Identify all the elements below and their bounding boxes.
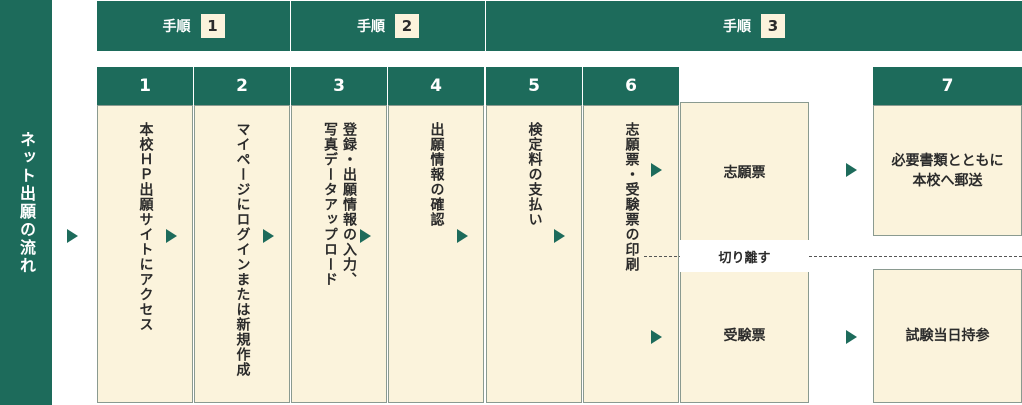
step-3-number: 3 <box>291 67 387 105</box>
step-6-body: 志願票・受験票の印刷 <box>583 105 679 403</box>
step-6-text: 志願票・受験票の印刷 <box>623 122 640 272</box>
step-6-column: 6 志願票・受験票の印刷 <box>583 67 679 403</box>
mail-documents-box: 必要書類とともに 本校へ郵送 <box>873 105 1022 236</box>
cut-label-area: 切り離す <box>680 240 809 272</box>
application-form-box: 志願票 <box>680 102 809 243</box>
exam-ticket-label: 受験票 <box>723 328 766 344</box>
step-6-number: 6 <box>583 67 679 105</box>
step-3-text: 登録・出願情報の入力、 写真データアップロード <box>322 122 357 287</box>
step-header-number: 3 <box>761 14 785 38</box>
bring-on-exam-day-box: 試験当日持参 <box>873 269 1022 403</box>
step-header-label: 手順 <box>162 19 191 35</box>
step-5-column: 5 検定料の支払い <box>486 67 582 403</box>
step-header-number: 1 <box>200 14 225 38</box>
arrow-right-icon <box>263 229 274 243</box>
exam-ticket-box: 受験票 <box>680 269 809 403</box>
bring-on-exam-day-label: 試験当日持参 <box>905 328 990 344</box>
step-3-column: 3 登録・出願情報の入力、 写真データアップロード <box>291 67 387 403</box>
mail-documents-label: 必要書類とともに 本校へ郵送 <box>891 152 1004 189</box>
step-header-3: 手順 3 <box>486 1 1022 51</box>
cut-line <box>644 256 1022 257</box>
arrow-right-icon <box>166 229 177 243</box>
step-header-1: 手順 1 <box>97 1 290 51</box>
step-4-body: 出願情報の確認 <box>388 105 484 403</box>
arrow-right-icon <box>651 330 662 344</box>
cut-label: 切り離す <box>710 246 779 266</box>
step-header-label: 手順 <box>357 19 385 35</box>
step-header-label: 手順 <box>723 19 751 35</box>
step-2-text: マイページにログインまたは新規作成 <box>234 122 251 377</box>
step-4-number: 4 <box>388 67 484 105</box>
step-2-body: マイページにログインまたは新規作成 <box>194 105 290 403</box>
step-4-text: 出願情報の確認 <box>428 122 445 227</box>
step-1-column: 1 本校ＨＰ出願サイトにアクセス <box>97 67 193 403</box>
arrow-right-icon <box>67 229 78 243</box>
step-1-text: 本校ＨＰ出願サイトにアクセス <box>137 122 154 332</box>
step-2-number: 2 <box>194 67 290 105</box>
step-header-number: 2 <box>395 14 419 38</box>
arrow-right-icon <box>651 163 662 177</box>
step-header-2: 手順 2 <box>291 1 485 51</box>
arrow-right-icon <box>846 163 857 177</box>
application-form-label: 志願票 <box>723 164 766 181</box>
step-1-number: 1 <box>97 67 193 105</box>
arrow-right-icon <box>360 229 371 243</box>
step-2-column: 2 マイページにログインまたは新規作成 <box>194 67 290 403</box>
step-1-body: 本校ＨＰ出願サイトにアクセス <box>97 105 193 403</box>
step-4-column: 4 出願情報の確認 <box>388 67 484 403</box>
flow-sidebar: ネット出願の流れ <box>0 0 52 405</box>
arrow-right-icon <box>846 330 857 344</box>
arrow-right-icon <box>457 229 468 243</box>
step-3-body: 登録・出願情報の入力、 写真データアップロード <box>291 105 387 403</box>
arrow-right-icon <box>554 229 565 243</box>
flow-title: ネット出願の流れ <box>17 130 36 275</box>
step-5-text: 検定料の支払い <box>526 122 543 227</box>
step-7-number: 7 <box>873 67 1022 105</box>
step-5-body: 検定料の支払い <box>486 105 582 403</box>
step-5-number: 5 <box>486 67 582 105</box>
